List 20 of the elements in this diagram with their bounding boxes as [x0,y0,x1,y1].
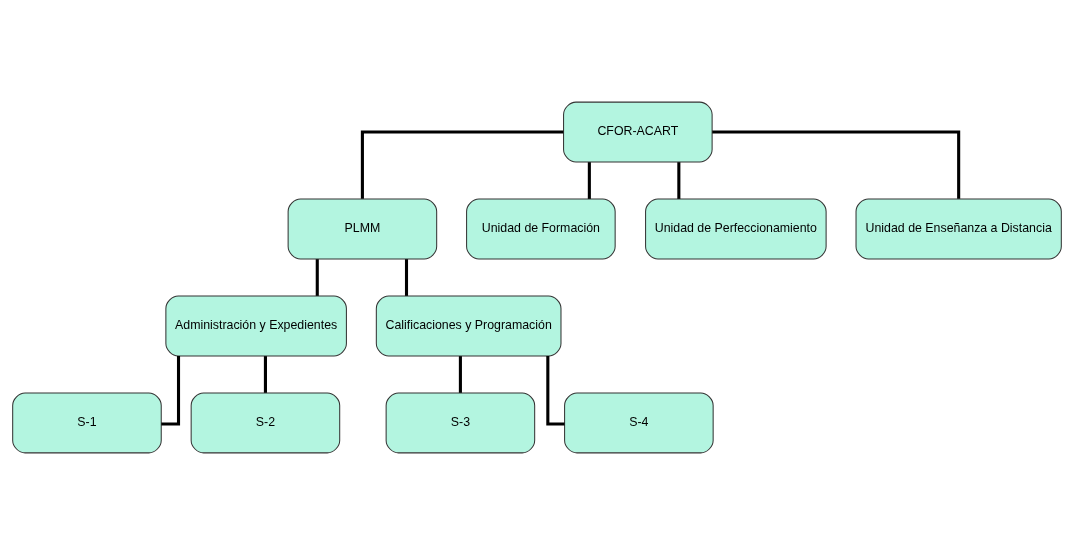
node-box: PLMM [287,198,438,259]
connector [315,258,319,296]
node-box: Administración y Expedientes [165,295,347,356]
connector [458,355,462,393]
node-box: S-3 [385,392,536,453]
connector [587,161,591,199]
node-box: Unidad de Perfeccionamiento [645,198,827,259]
connector [712,130,961,199]
node-box: S-2 [190,392,341,453]
node-box: S-1 [12,392,162,453]
node-box: Unidad de Enseñanza a Distancia [855,198,1062,259]
connector [677,161,681,199]
connector [360,130,564,199]
connector [404,258,409,296]
node-box: S-4 [564,392,714,453]
node-box: Calificaciones y Programación [375,295,562,356]
connector [263,355,267,393]
node-box: CFOR-ACART [563,101,713,162]
node-box: Unidad de Formación [466,198,616,259]
connector [546,355,565,426]
